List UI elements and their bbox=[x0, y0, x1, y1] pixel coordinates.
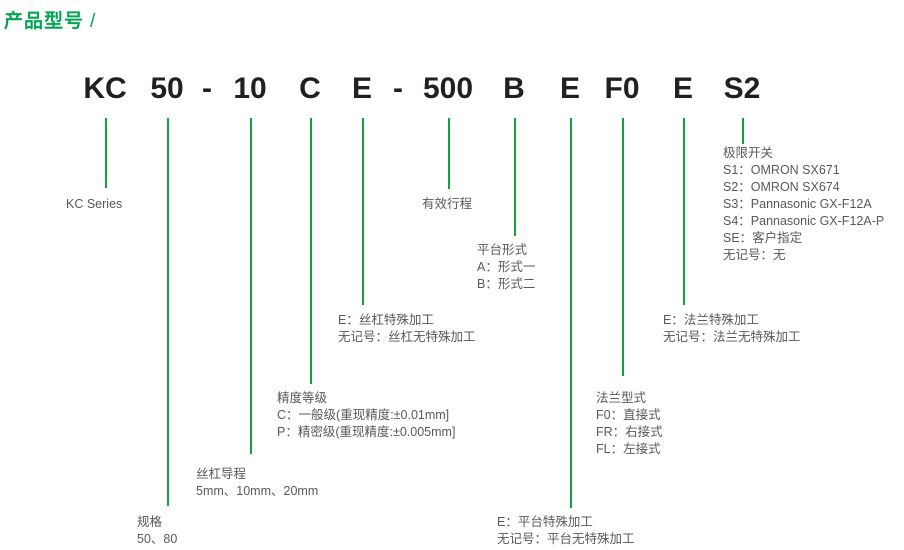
leader-line-platform-type bbox=[514, 118, 516, 236]
model-code-segment: - bbox=[393, 72, 403, 105]
page-title: 产品型号/ bbox=[4, 6, 96, 33]
annotation-line: 5mm、10mm、20mm bbox=[196, 484, 319, 498]
leader-line-limit-switch bbox=[742, 118, 744, 144]
model-code-segment: 10 bbox=[233, 72, 267, 105]
model-code-segment: KC bbox=[83, 72, 127, 105]
page-title-text: 产品型号 bbox=[4, 11, 85, 32]
leader-line-platform-special bbox=[570, 118, 572, 508]
annotation-platform-type: 平台形式 A：形式一 B：形式二 bbox=[477, 242, 535, 293]
model-code-segment: E bbox=[351, 72, 373, 105]
annotation-line: 无记号：丝杠无特殊加工 bbox=[338, 330, 476, 344]
model-code-segment: F0 bbox=[604, 72, 640, 105]
annotation-line: 无记号：平台无特殊加工 bbox=[497, 532, 635, 546]
annotation-flange-type: 法兰型式 F0：直接式 FR：右接式 FL：左接式 bbox=[596, 390, 663, 458]
annotation-line: 规格 bbox=[137, 515, 163, 529]
leader-line-specification bbox=[167, 118, 169, 506]
leader-line-flange-type bbox=[622, 118, 624, 376]
annotation-line: 无记号：无 bbox=[723, 248, 786, 262]
annotation-line: A：形式一 bbox=[477, 260, 536, 274]
annotation-line: E：法兰特殊加工 bbox=[663, 313, 759, 327]
annotation-line: E：丝杠特殊加工 bbox=[338, 313, 434, 327]
annotation-line: E：平台特殊加工 bbox=[497, 515, 593, 529]
annotation-platform-special-processing: E：平台特殊加工无记号：平台无特殊加工 bbox=[497, 514, 635, 548]
annotation-line: C：一般级(重现精度:±0.01mm] bbox=[277, 408, 450, 422]
leader-line-kc-series bbox=[105, 118, 107, 188]
leader-line-effective-stroke bbox=[448, 118, 450, 189]
annotation-line: S2：OMRON SX674 bbox=[723, 180, 840, 194]
leader-line-flange-special bbox=[683, 118, 685, 305]
annotation-line: FL：左接式 bbox=[596, 442, 661, 456]
annotation-line: P：精密级(重现精度:±0.005mm] bbox=[277, 425, 456, 439]
model-code-segment: B bbox=[503, 72, 525, 105]
annotation-line: 有效行程 bbox=[422, 197, 473, 211]
model-code-segment: 500 bbox=[422, 72, 474, 105]
annotation-line: 50、80 bbox=[137, 532, 178, 546]
leader-line-accuracy-grade bbox=[310, 118, 312, 384]
annotation-lead-screw-lead: 丝杠导程 5mm、10mm、20mm bbox=[196, 466, 318, 500]
annotation-line: 法兰型式 bbox=[596, 391, 647, 405]
annotation-line: KC Series bbox=[66, 197, 123, 211]
model-code-segment: C bbox=[299, 72, 321, 105]
model-code-segment: S2 bbox=[723, 72, 761, 105]
annotation-accuracy-grade: 精度等级 C：一般级(重现精度:±0.01mm] P：精密级(重现精度:±0.005… bbox=[277, 390, 455, 441]
annotation-line: 平台形式 bbox=[477, 243, 528, 257]
annotation-line: FR：右接式 bbox=[596, 425, 663, 439]
annotation-line: SE：客户指定 bbox=[723, 231, 803, 245]
leader-line-screw-special-proc bbox=[362, 118, 364, 305]
model-code-segment: E bbox=[672, 72, 694, 105]
model-code-segment: - bbox=[202, 72, 212, 105]
annotation-line: S3：Pannasonic GX-F12A bbox=[723, 197, 872, 211]
model-code-segment: 50 bbox=[150, 72, 184, 105]
model-code-segment: E bbox=[559, 72, 581, 105]
annotation-line: S1：OMRON SX671 bbox=[723, 163, 840, 177]
annotation-line: S4：Pannasonic GX-F12A-P bbox=[723, 214, 885, 228]
annotation-line: F0：直接式 bbox=[596, 408, 661, 422]
annotation-line: 极限开关 bbox=[723, 146, 774, 160]
annotation-kc-series: KC Series bbox=[66, 196, 122, 213]
annotation-line: B：形式二 bbox=[477, 277, 536, 291]
annotation-line: 精度等级 bbox=[277, 391, 328, 405]
annotation-screw-special-processing: E：丝杠特殊加工无记号：丝杠无特殊加工 bbox=[338, 312, 476, 346]
annotation-line: 丝杠导程 bbox=[196, 467, 247, 481]
annotation-flange-special-processing: E：法兰特殊加工无记号：法兰无特殊加工 bbox=[663, 312, 801, 346]
annotation-line: 无记号：法兰无特殊加工 bbox=[663, 330, 801, 344]
page-title-slash: / bbox=[90, 11, 97, 32]
leader-line-lead-screw-lead bbox=[250, 118, 252, 454]
annotation-specification: 规格 50、80 bbox=[137, 514, 177, 548]
annotation-effective-stroke: 有效行程 bbox=[422, 196, 472, 213]
